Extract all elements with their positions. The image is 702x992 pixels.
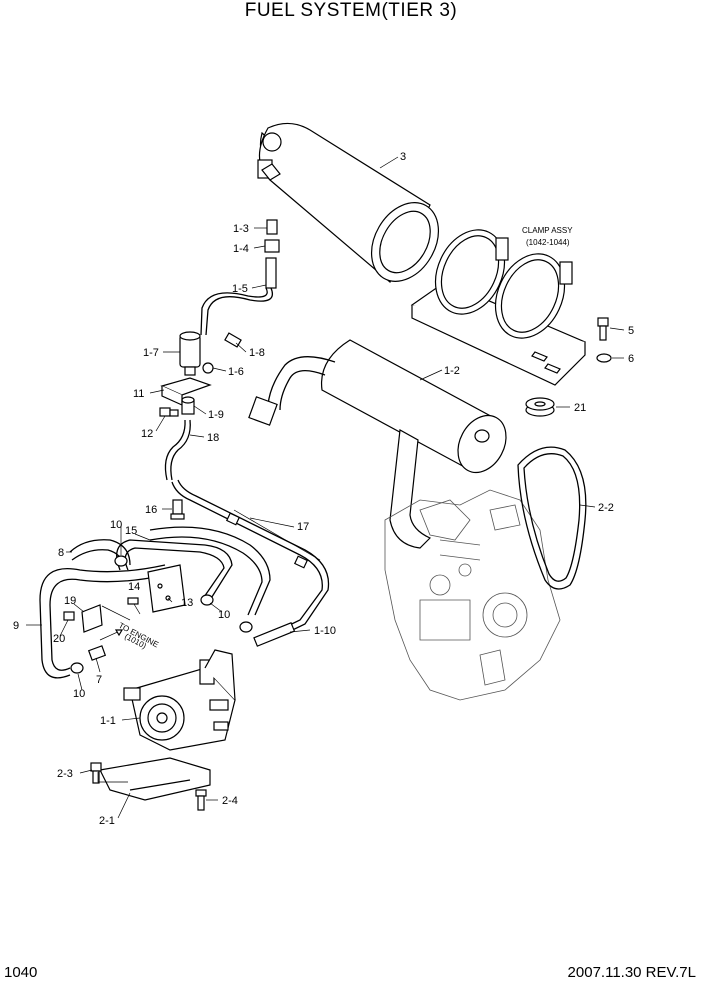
drive-belt (517, 446, 587, 590)
callout-10: 10 (73, 688, 85, 700)
hose-clamp (70, 662, 84, 674)
callout-18: 18 (207, 432, 219, 444)
fuel-hose-1-5 (205, 287, 273, 336)
bracket-19 (81, 604, 103, 633)
bolt-2-4 (195, 789, 207, 811)
fitting-1-6 (202, 362, 214, 374)
callout-6: 6 (628, 353, 634, 365)
vaporizer-tank-1-2 (248, 339, 507, 549)
clamp-assembly (410, 229, 587, 386)
callout-2-2: 2-2 (598, 502, 614, 514)
coolant-hose-15 (116, 539, 233, 601)
callout-2-1: 2-1 (99, 815, 115, 827)
fitting-7 (87, 645, 107, 661)
vaporizer-regulator (123, 649, 236, 751)
lpg-tank (257, 122, 440, 283)
date-revision: 2007.11.30 REV.7L (567, 964, 696, 981)
bracket-13 (147, 564, 186, 613)
fuel-hose-18 (170, 419, 191, 481)
callout-1-9: 1-9 (208, 409, 224, 421)
callout-13: 13 (181, 597, 193, 609)
rubber-pad (525, 397, 555, 417)
clamp-assy-range: (1042-1044) (526, 238, 570, 247)
coolant-hose-8 (69, 539, 131, 566)
callout-1-4: 1-4 (233, 243, 249, 255)
callout-2-3: 2-3 (57, 768, 73, 780)
fitting-20 (63, 611, 75, 621)
callout-10: 10 (110, 519, 122, 531)
fuel-pipe-17 (171, 481, 323, 633)
callout-19: 19 (64, 595, 76, 607)
engine-outline (384, 489, 561, 701)
page-title: FUEL SYSTEM(TIER 3) (244, 0, 458, 21)
leader-lines (26, 156, 625, 819)
callout-1-2: 1-2 (444, 365, 460, 377)
callout-3: 3 (400, 151, 406, 163)
bolt-2-3 (90, 762, 102, 784)
callout-7: 7 (96, 674, 102, 686)
callout-9: 9 (13, 620, 19, 632)
callout-14: 14 (128, 581, 140, 593)
page-number: 1040 (4, 964, 38, 981)
fitting-1-8 (224, 332, 242, 348)
fitting-14 (127, 597, 139, 605)
callout-11: 11 (133, 388, 144, 400)
vaporizer-bracket (99, 757, 211, 801)
tank-fittings (264, 219, 280, 289)
callout-2-4: 2-4 (222, 795, 238, 807)
callout-12: 12 (141, 428, 153, 440)
clamp-assy-label: CLAMP ASSY (522, 226, 573, 235)
callouts: 3 1-3 1-4 1-5 1-7 1-8 1-6 11 1-9 12 18 5… (13, 151, 634, 827)
callout-1-6: 1-6 (228, 366, 244, 378)
callout-21: 21 (574, 402, 586, 414)
fuel-hose-1-10 (253, 622, 296, 647)
callout-8: 8 (58, 547, 64, 559)
callout-20: 20 (53, 633, 65, 645)
callout-1-7: 1-7 (143, 347, 159, 359)
fitting-12 (159, 407, 179, 417)
hose-clamp (200, 594, 214, 606)
callout-1-3: 1-3 (233, 223, 249, 235)
valve-1-9 (181, 396, 195, 415)
fuel-filter (179, 331, 201, 376)
hose-clamp (239, 621, 253, 633)
fitting-16 (170, 499, 185, 520)
callout-1-1: 1-1 (100, 715, 116, 727)
hose-clamp (114, 555, 128, 567)
coolant-hose-9 (39, 564, 166, 679)
callout-1-5: 1-5 (232, 283, 248, 295)
clamp-bolt (597, 317, 609, 341)
callout-10: 10 (218, 609, 230, 621)
callout-5: 5 (628, 325, 634, 337)
callout-17: 17 (297, 521, 309, 533)
callout-1-10: 1-10 (314, 625, 336, 637)
washer (596, 353, 612, 363)
callout-15: 15 (125, 525, 137, 537)
callout-16: 16 (145, 504, 157, 516)
callout-1-8: 1-8 (249, 347, 265, 359)
